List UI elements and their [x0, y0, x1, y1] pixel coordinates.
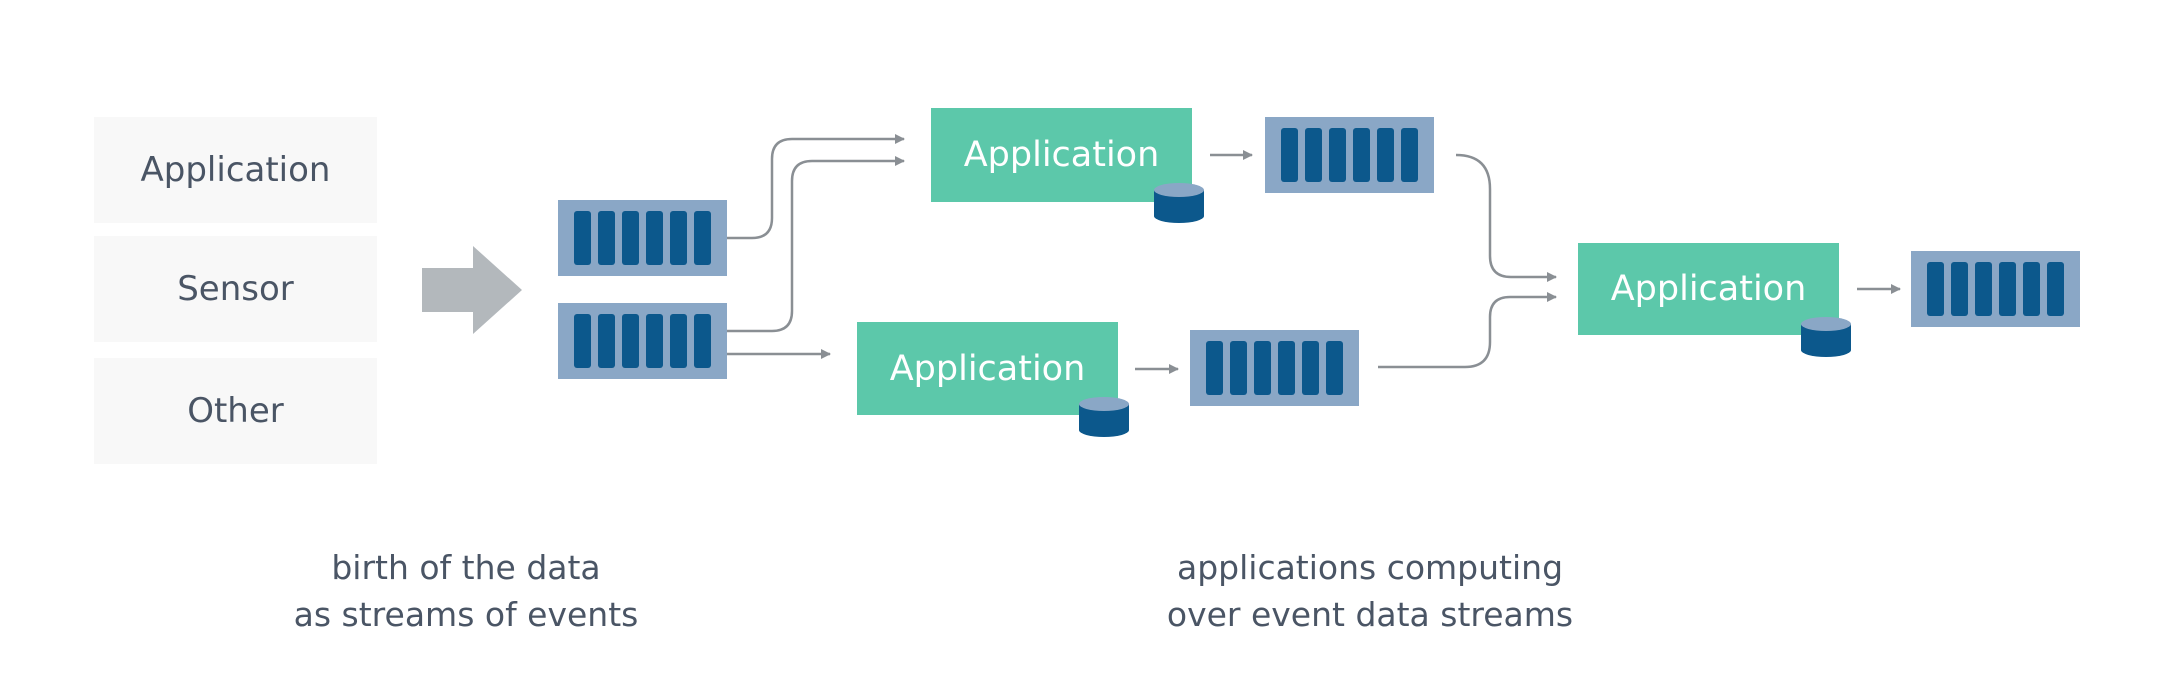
right-arrow-icon — [422, 246, 522, 334]
caption-applications-computing: applications computing over event data s… — [1120, 544, 1620, 638]
source-application: Application — [94, 117, 377, 223]
event-stream-after-app-bottom — [1190, 330, 1359, 406]
connector-stream-top-to-app-right — [1455, 153, 1557, 282]
event-stream-source-1 — [558, 200, 727, 276]
database-icon — [1801, 317, 1851, 357]
database-icon — [1154, 183, 1204, 223]
connector-stream-bottom-to-app-right — [1378, 292, 1557, 369]
event-stream-output — [1911, 251, 2080, 327]
source-sensor: Sensor — [94, 236, 377, 342]
database-icon — [1079, 397, 1129, 437]
caption-data-birth: birth of the data as streams of events — [226, 544, 706, 638]
application-top: Application — [931, 108, 1192, 202]
event-stream-source-2 — [558, 303, 727, 379]
event-stream-after-app-top — [1265, 117, 1434, 193]
source-other: Other — [94, 358, 377, 464]
caption-left-line1: birth of the data — [331, 548, 601, 587]
caption-left-line2: as streams of events — [293, 595, 639, 634]
caption-right-line1: applications computing — [1176, 548, 1564, 587]
application-right: Application — [1578, 243, 1839, 335]
application-bottom: Application — [857, 322, 1118, 415]
connector-stream2-to-app-top — [727, 156, 905, 333]
caption-right-line2: over event data streams — [1166, 595, 1574, 634]
connector-stream1-to-app-top — [727, 134, 905, 240]
